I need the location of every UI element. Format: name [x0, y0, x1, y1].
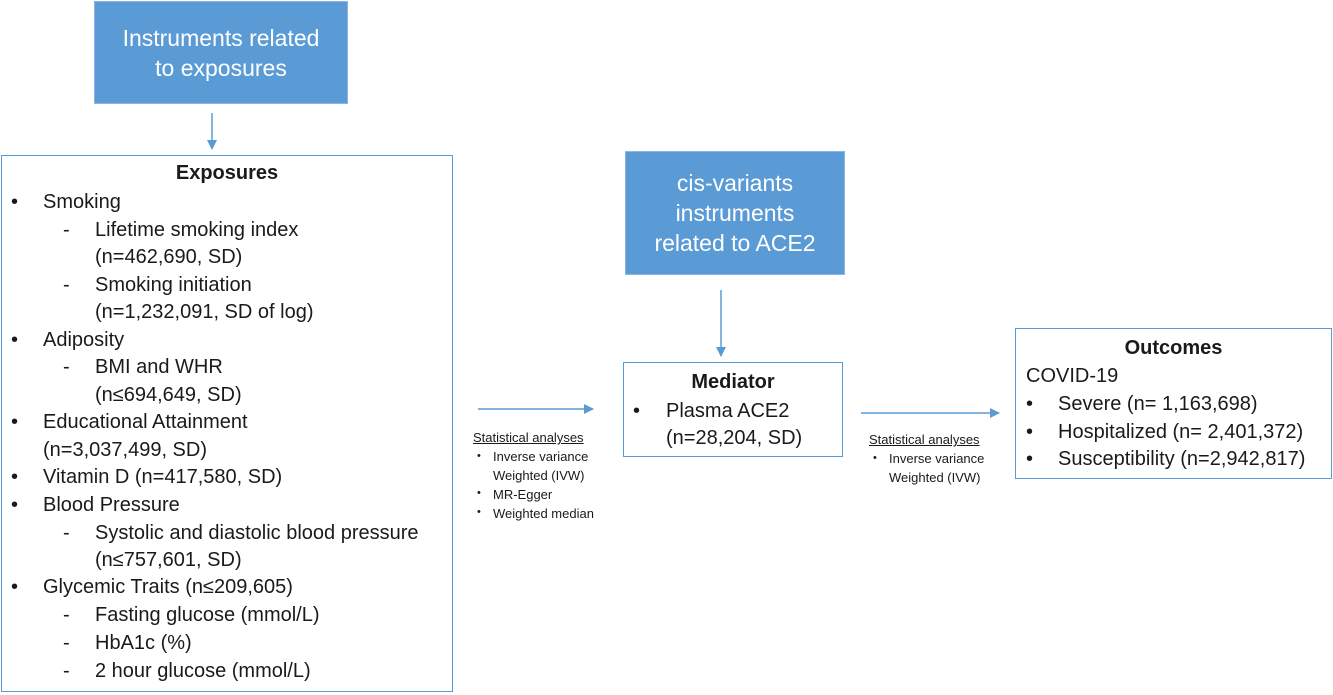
stats2-ivw-line1: Inverse variance	[889, 451, 985, 466]
exposure-bp-n: (n≤757,601, SD)	[95, 549, 242, 571]
stats2-title: Statistical analyses	[869, 432, 980, 447]
outcome-hospitalized: Hospitalized (n= 2,401,372)	[1058, 421, 1304, 443]
bullet: •	[11, 329, 19, 351]
mediator-plasma-ace2: Plasma ACE2	[666, 400, 790, 422]
stats1-title: Statistical analyses	[473, 430, 584, 445]
bullet: •	[873, 452, 877, 464]
dash: -	[63, 632, 70, 654]
dash: -	[63, 274, 70, 296]
stats1-ivw-line2: Weighted (IVW)	[493, 468, 585, 483]
outcomes-covid-19: COVID-19	[1026, 365, 1119, 387]
instruments-box: Instruments related to exposures	[94, 1, 348, 104]
exposures-title: Exposures	[175, 162, 279, 184]
bullet: •	[477, 487, 481, 499]
exposure-blood-pressure: Blood Pressure	[43, 494, 180, 516]
cis-line3: related to ACE2	[654, 230, 816, 256]
outcome-severe: Severe (n= 1,163,698)	[1058, 393, 1258, 415]
bullet: •	[1026, 448, 1034, 470]
bullet: •	[1026, 393, 1034, 415]
stats2-ivw-line2: Weighted (IVW)	[889, 470, 981, 485]
exposure-smoking: Smoking	[43, 191, 121, 213]
bullet: •	[11, 576, 19, 598]
exposure-smoking-initiation-n: (n=1,232,091, SD of log)	[95, 301, 314, 323]
exposure-bp-systolic-diastolic: Systolic and diastolic blood pressure	[95, 522, 419, 544]
exposure-fasting-glucose: Fasting glucose (mmol/L)	[95, 604, 320, 626]
bullet: •	[477, 450, 481, 462]
exposure-education-n: (n=3,037,499, SD)	[43, 439, 207, 461]
exposure-vitamin-d: Vitamin D (n=417,580, SD)	[43, 466, 283, 488]
exposure-glycemic-traits: Glycemic Traits (n≤209,605)	[43, 576, 293, 598]
exposure-lifetime-smoking-n: (n=462,690, SD)	[95, 246, 243, 268]
exposure-bmi-whr: BMI and WHR	[95, 356, 223, 378]
bullet: •	[11, 191, 19, 213]
mediator-box: Mediator • Plasma ACE2 (n=28,204, SD)	[623, 362, 843, 457]
bullet: •	[11, 411, 19, 433]
dash: -	[63, 522, 70, 544]
bullet: •	[477, 506, 481, 518]
exposure-education: Educational Attainment	[43, 411, 248, 433]
exposure-2-hour-glucose: 2 hour glucose (mmol/L)	[95, 660, 311, 682]
outcomes-title: Outcomes	[1124, 337, 1223, 359]
exposure-adiposity: Adiposity	[43, 329, 125, 351]
dash: -	[63, 604, 70, 626]
cis-variants-box: cis-variants instruments related to ACE2	[625, 151, 845, 275]
stats1-mr-egger: MR-Egger	[493, 487, 553, 502]
dash: -	[63, 660, 70, 682]
stats1-ivw-line1: Inverse variance	[493, 449, 589, 464]
stats1-weighted-median: Weighted median	[493, 506, 594, 521]
dash: -	[63, 356, 70, 378]
exposure-smoking-initiation: Smoking initiation	[95, 274, 252, 296]
cis-line2: instruments	[675, 200, 795, 226]
exposure-bmi-whr-n: (n≤694,649, SD)	[95, 384, 242, 406]
cis-line1: cis-variants	[676, 170, 794, 196]
mediator-title: Mediator	[691, 371, 775, 393]
exposures-box: Exposures • Smoking - Lifetime smoking i…	[1, 155, 453, 692]
bullet: •	[11, 466, 19, 488]
bullet: •	[633, 400, 641, 422]
outcomes-box: Outcomes COVID-19 • Severe (n= 1,163,698…	[1015, 328, 1332, 479]
dash: -	[63, 219, 70, 241]
bullet: •	[11, 494, 19, 516]
instruments-line1: Instruments related	[122, 24, 320, 51]
mediator-plasma-ace2-n: (n=28,204, SD)	[666, 427, 803, 449]
outcome-susceptibility: Susceptibility (n=2,942,817)	[1058, 448, 1306, 470]
exposure-hba1c: HbA1c (%)	[95, 632, 192, 654]
exposure-lifetime-smoking: Lifetime smoking index	[95, 219, 299, 241]
bullet: •	[1026, 421, 1034, 443]
instruments-line2: to exposures	[155, 54, 287, 81]
